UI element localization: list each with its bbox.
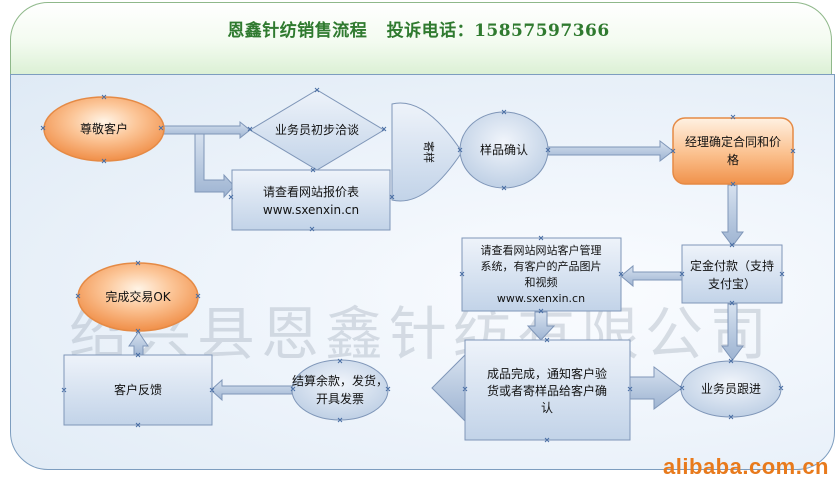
node-deal-done-label: 完成交易OK — [105, 289, 171, 304]
node-send-sample-label: 寄样 — [422, 141, 436, 163]
selection-markers — [40, 87, 796, 443]
arrow-followup-to-product — [629, 366, 683, 410]
node-contract-line1: 经理确定合同和价 — [685, 134, 781, 149]
arrow-product-to-settle — [431, 353, 466, 423]
connectors — [128, 120, 744, 423]
node-sample-confirm-label: 样品确认 — [480, 142, 528, 157]
node-product-done-line1: 成品完成，通知客户验 — [487, 366, 607, 381]
arrow-website-to-product — [526, 311, 556, 341]
node-deposit — [681, 244, 783, 304]
node-website-line4: www.sxenxin.cn — [497, 292, 585, 305]
node-follow-up-label: 业务员跟进 — [701, 381, 761, 396]
node-website-line3: 和视频 — [525, 275, 558, 289]
node-contract — [672, 117, 794, 185]
node-quote — [231, 169, 391, 231]
node-salesman-talk — [249, 89, 385, 171]
node-settle-line1: 结算余款，发货， — [292, 373, 388, 388]
node-customer-label: 尊敬客户 — [80, 121, 128, 136]
arrow-contract-to-deposit — [721, 184, 744, 247]
node-quote-line2: www.sxenxin.cn — [263, 203, 359, 217]
node-website — [461, 237, 622, 312]
node-product-done-line2: 货或者寄样品给客户确 — [487, 383, 607, 398]
node-feedback-label: 客户反馈 — [114, 382, 162, 397]
node-deposit-line2: 支付宝） — [708, 277, 756, 291]
node-product-done-line3: 认 — [541, 401, 553, 415]
node-quote-line1: 请查看网站报价表 — [263, 184, 359, 199]
arrow-feedback-to-done — [128, 331, 149, 357]
node-settle-line2: 开具发票 — [316, 391, 364, 406]
node-contract-line2: 格 — [727, 152, 739, 167]
arrow-deposit-to-followup — [721, 303, 744, 361]
node-salesman-talk-label: 业务员初步洽谈 — [275, 122, 359, 137]
node-deposit-line1: 定金付款（支持 — [690, 258, 774, 273]
arrow-settle-to-feedback — [210, 378, 293, 402]
arrow-customer-to-talk — [162, 120, 251, 140]
arrow-deposit-to-website — [620, 264, 683, 288]
arrow-sample-to-contract — [547, 139, 674, 163]
node-settle — [291, 359, 389, 421]
node-website-line1: 请查看网站网站客户管理 — [481, 243, 602, 257]
alibaba-site-watermark: alibaba.com.cn — [663, 454, 829, 479]
page-title: 恩鑫针纺销售流程 投诉电话：15857597366 — [227, 21, 610, 41]
node-product-done — [464, 339, 631, 441]
arrow-customer-to-quote — [194, 133, 235, 199]
node-website-line2: 系统，有客户的产品图片 — [481, 259, 602, 273]
header-band — [10, 2, 832, 75]
